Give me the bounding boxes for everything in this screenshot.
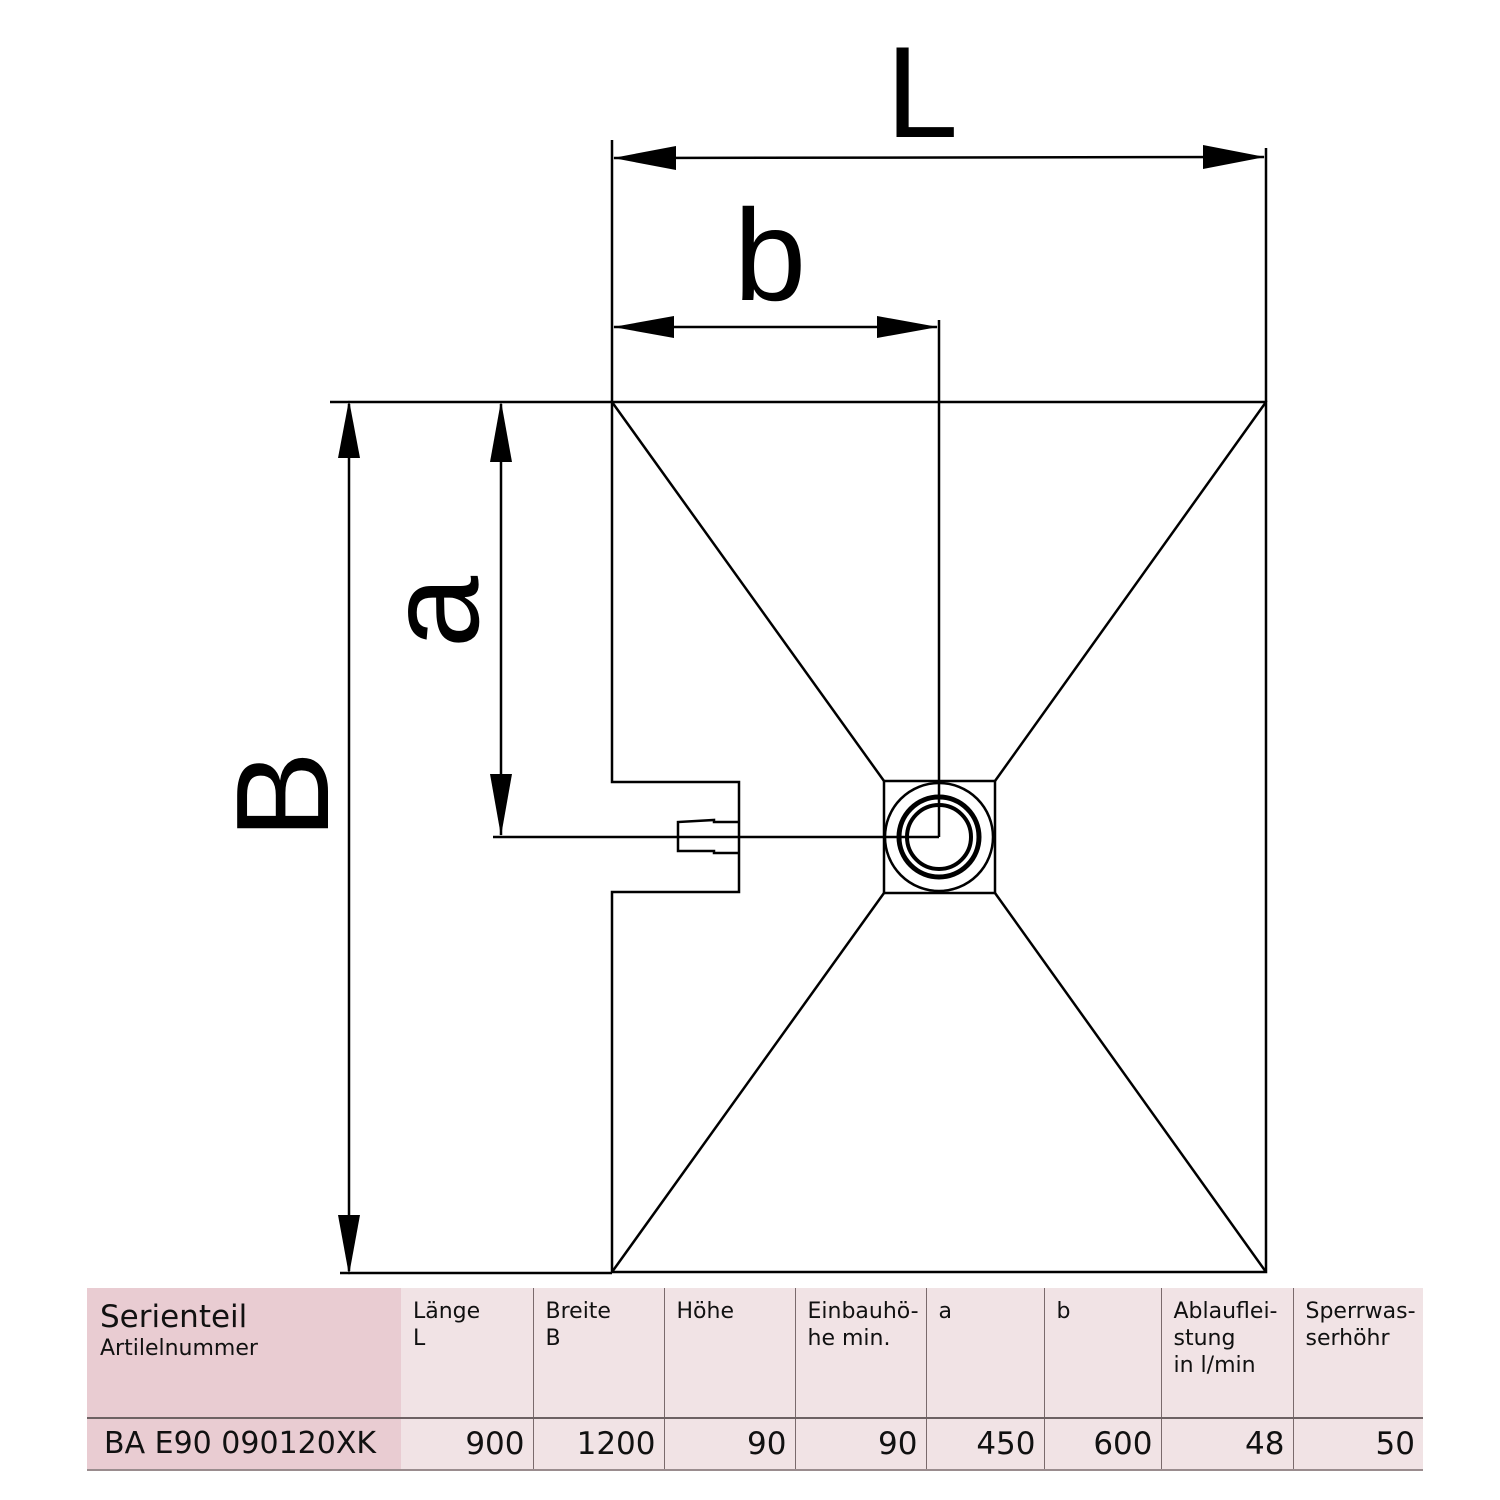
label-L: L bbox=[886, 19, 958, 165]
header-flow-rate: Ablauflei- stung in l/min bbox=[1160, 1288, 1293, 1418]
header-height: Höhe bbox=[663, 1288, 795, 1418]
header-b-label: b bbox=[1056, 1299, 1071, 1324]
table-header-row: Serienteil Artilelnummer Länge L Breite … bbox=[87, 1288, 1423, 1418]
tray-outline bbox=[610, 400, 1268, 1274]
arrow-a-top bbox=[490, 401, 512, 462]
header-b: b bbox=[1043, 1288, 1161, 1418]
header-install-height-label: Einbauhö- he min. bbox=[807, 1299, 919, 1351]
cell-flow-rate: 48 bbox=[1160, 1417, 1293, 1471]
header-part-title: Serienteil bbox=[100, 1299, 248, 1335]
cell-height: 90 bbox=[663, 1417, 795, 1471]
cell-a: 450 bbox=[925, 1417, 1044, 1471]
slope-line-top-right bbox=[993, 401, 1268, 782]
header-a: a bbox=[925, 1288, 1044, 1418]
header-water-seal-label: Sperrwas- serhöhr bbox=[1305, 1299, 1416, 1351]
label-b: b bbox=[734, 182, 806, 328]
cell-width: 1200 bbox=[532, 1417, 664, 1471]
header-a-label: a bbox=[938, 1299, 952, 1324]
dim-line-L bbox=[613, 155, 1265, 160]
arrow-L-left bbox=[613, 146, 676, 170]
cell-article-number: BA E90 090120XK bbox=[87, 1417, 401, 1471]
header-width-label: Breite B bbox=[545, 1299, 611, 1351]
arrow-L-right bbox=[1203, 145, 1265, 169]
arrow-b-left bbox=[613, 316, 674, 338]
spec-table: Serienteil Artilelnummer Länge L Breite … bbox=[87, 1288, 1423, 1471]
arrow-B-top bbox=[338, 400, 360, 458]
slope-line-top-left bbox=[610, 401, 886, 782]
header-part-subtitle: Artilelnummer bbox=[100, 1336, 258, 1361]
table-row: BA E90 090120XK 900 1200 90 90 450 600 4… bbox=[87, 1417, 1423, 1471]
header-length-label: Länge L bbox=[413, 1299, 481, 1351]
header-length: Länge L bbox=[401, 1288, 533, 1418]
slope-line-bottom-right bbox=[993, 892, 1268, 1273]
arrow-B-bottom bbox=[338, 1215, 360, 1275]
header-water-seal: Sperrwas- serhöhr bbox=[1292, 1288, 1423, 1418]
label-a: a bbox=[360, 575, 506, 648]
arrow-a-bottom bbox=[490, 774, 512, 836]
arrow-b-right bbox=[877, 316, 938, 338]
header-article: Serienteil Artilelnummer bbox=[87, 1288, 401, 1418]
cell-install-height: 90 bbox=[794, 1417, 926, 1471]
cell-length: 900 bbox=[401, 1417, 533, 1471]
slope-line-bottom-left bbox=[610, 892, 886, 1273]
header-width: Breite B bbox=[532, 1288, 664, 1418]
cell-water-seal: 50 bbox=[1292, 1417, 1423, 1471]
header-height-label: Höhe bbox=[676, 1299, 734, 1324]
cell-b: 600 bbox=[1043, 1417, 1161, 1471]
label-B: B bbox=[209, 751, 356, 839]
header-flow-rate-label: Ablauflei- stung in l/min bbox=[1173, 1299, 1278, 1378]
header-install-height: Einbauhö- he min. bbox=[794, 1288, 926, 1418]
